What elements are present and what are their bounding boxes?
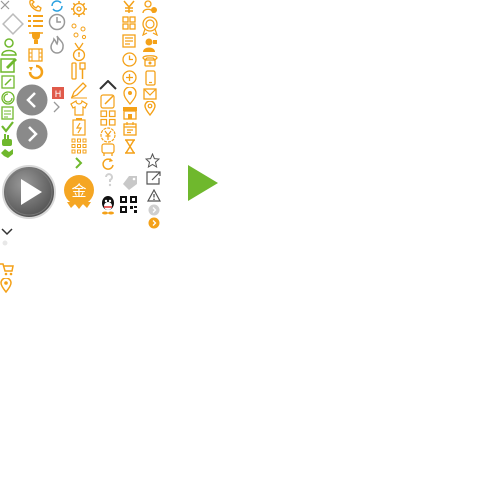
hand-icon [1,134,13,147]
info-gray-icon [103,173,115,187]
battery-icon [71,118,87,136]
dots-icon [70,22,88,40]
handshake-icon [0,148,14,159]
calendar-icon [123,122,137,136]
edit-icon [0,57,18,73]
sync-icon [50,0,64,12]
telephone-icon [142,53,158,67]
person-money-icon [142,0,158,14]
gold-badge-icon: 金 [63,174,95,210]
chevron-up-icon [99,80,117,90]
location-icon [123,87,137,105]
arrow-circle-gray-icon [148,204,160,216]
pin-icon [144,101,156,116]
film-icon [28,48,43,62]
small-dot-icon [2,240,8,246]
fire-icon [48,35,66,54]
edit-box-icon [100,93,116,109]
play-triangle-icon [187,165,219,201]
award-icon [141,16,159,36]
cart-icon [100,143,116,157]
refresh-icon [28,64,44,80]
chevron-right-icon [53,101,61,113]
plus-circle-icon [122,70,137,85]
reload-icon [101,157,115,171]
play-button-icon[interactable] [1,164,57,220]
list-icon [28,14,44,28]
phone-icon [28,0,42,12]
share-icon [146,171,161,185]
mail-icon [143,88,157,100]
yen-icon [122,0,136,14]
customer-service-icon [142,37,158,53]
shop-icon [122,106,138,120]
compass-icon [1,91,15,105]
svg-text:金: 金 [71,182,86,200]
user-icon [1,38,17,56]
chevron-left-button-icon[interactable] [16,84,48,116]
star-icon [145,153,160,168]
mobile-icon [145,70,156,86]
gift-icon: H [52,87,64,99]
gear-icon [70,0,88,18]
clock-outline-icon [122,52,137,67]
yen-circle-icon [100,127,116,143]
cart-orange-icon [0,263,14,276]
pen-icon [70,81,88,99]
apps-outline-icon [100,110,116,126]
checkmark-icon [1,121,14,133]
trophy-icon [28,31,44,45]
tshirt-icon [70,100,88,116]
qq-icon [99,195,117,215]
qr-code-icon [120,196,137,213]
chevron-down-icon [1,228,13,236]
apps-icon [122,16,136,30]
clock-icon [48,13,66,31]
location-orange-icon [0,278,12,293]
chevron-right-button-icon[interactable] [16,118,48,150]
arrow-circle-orange-icon [148,217,160,229]
hourglass-icon [124,139,136,154]
close-icon [0,0,10,10]
medal-icon [70,42,88,62]
svg-text:H: H [55,90,62,99]
grid-icon [71,138,87,154]
edit-icon [1,75,15,89]
news-icon [122,34,136,48]
tools-icon [70,62,88,80]
warning-icon [147,189,161,202]
diamond-icon [1,12,25,36]
clipboard-icon [1,106,14,120]
tag-icon [121,175,139,191]
chevron-right-icon [75,157,83,169]
